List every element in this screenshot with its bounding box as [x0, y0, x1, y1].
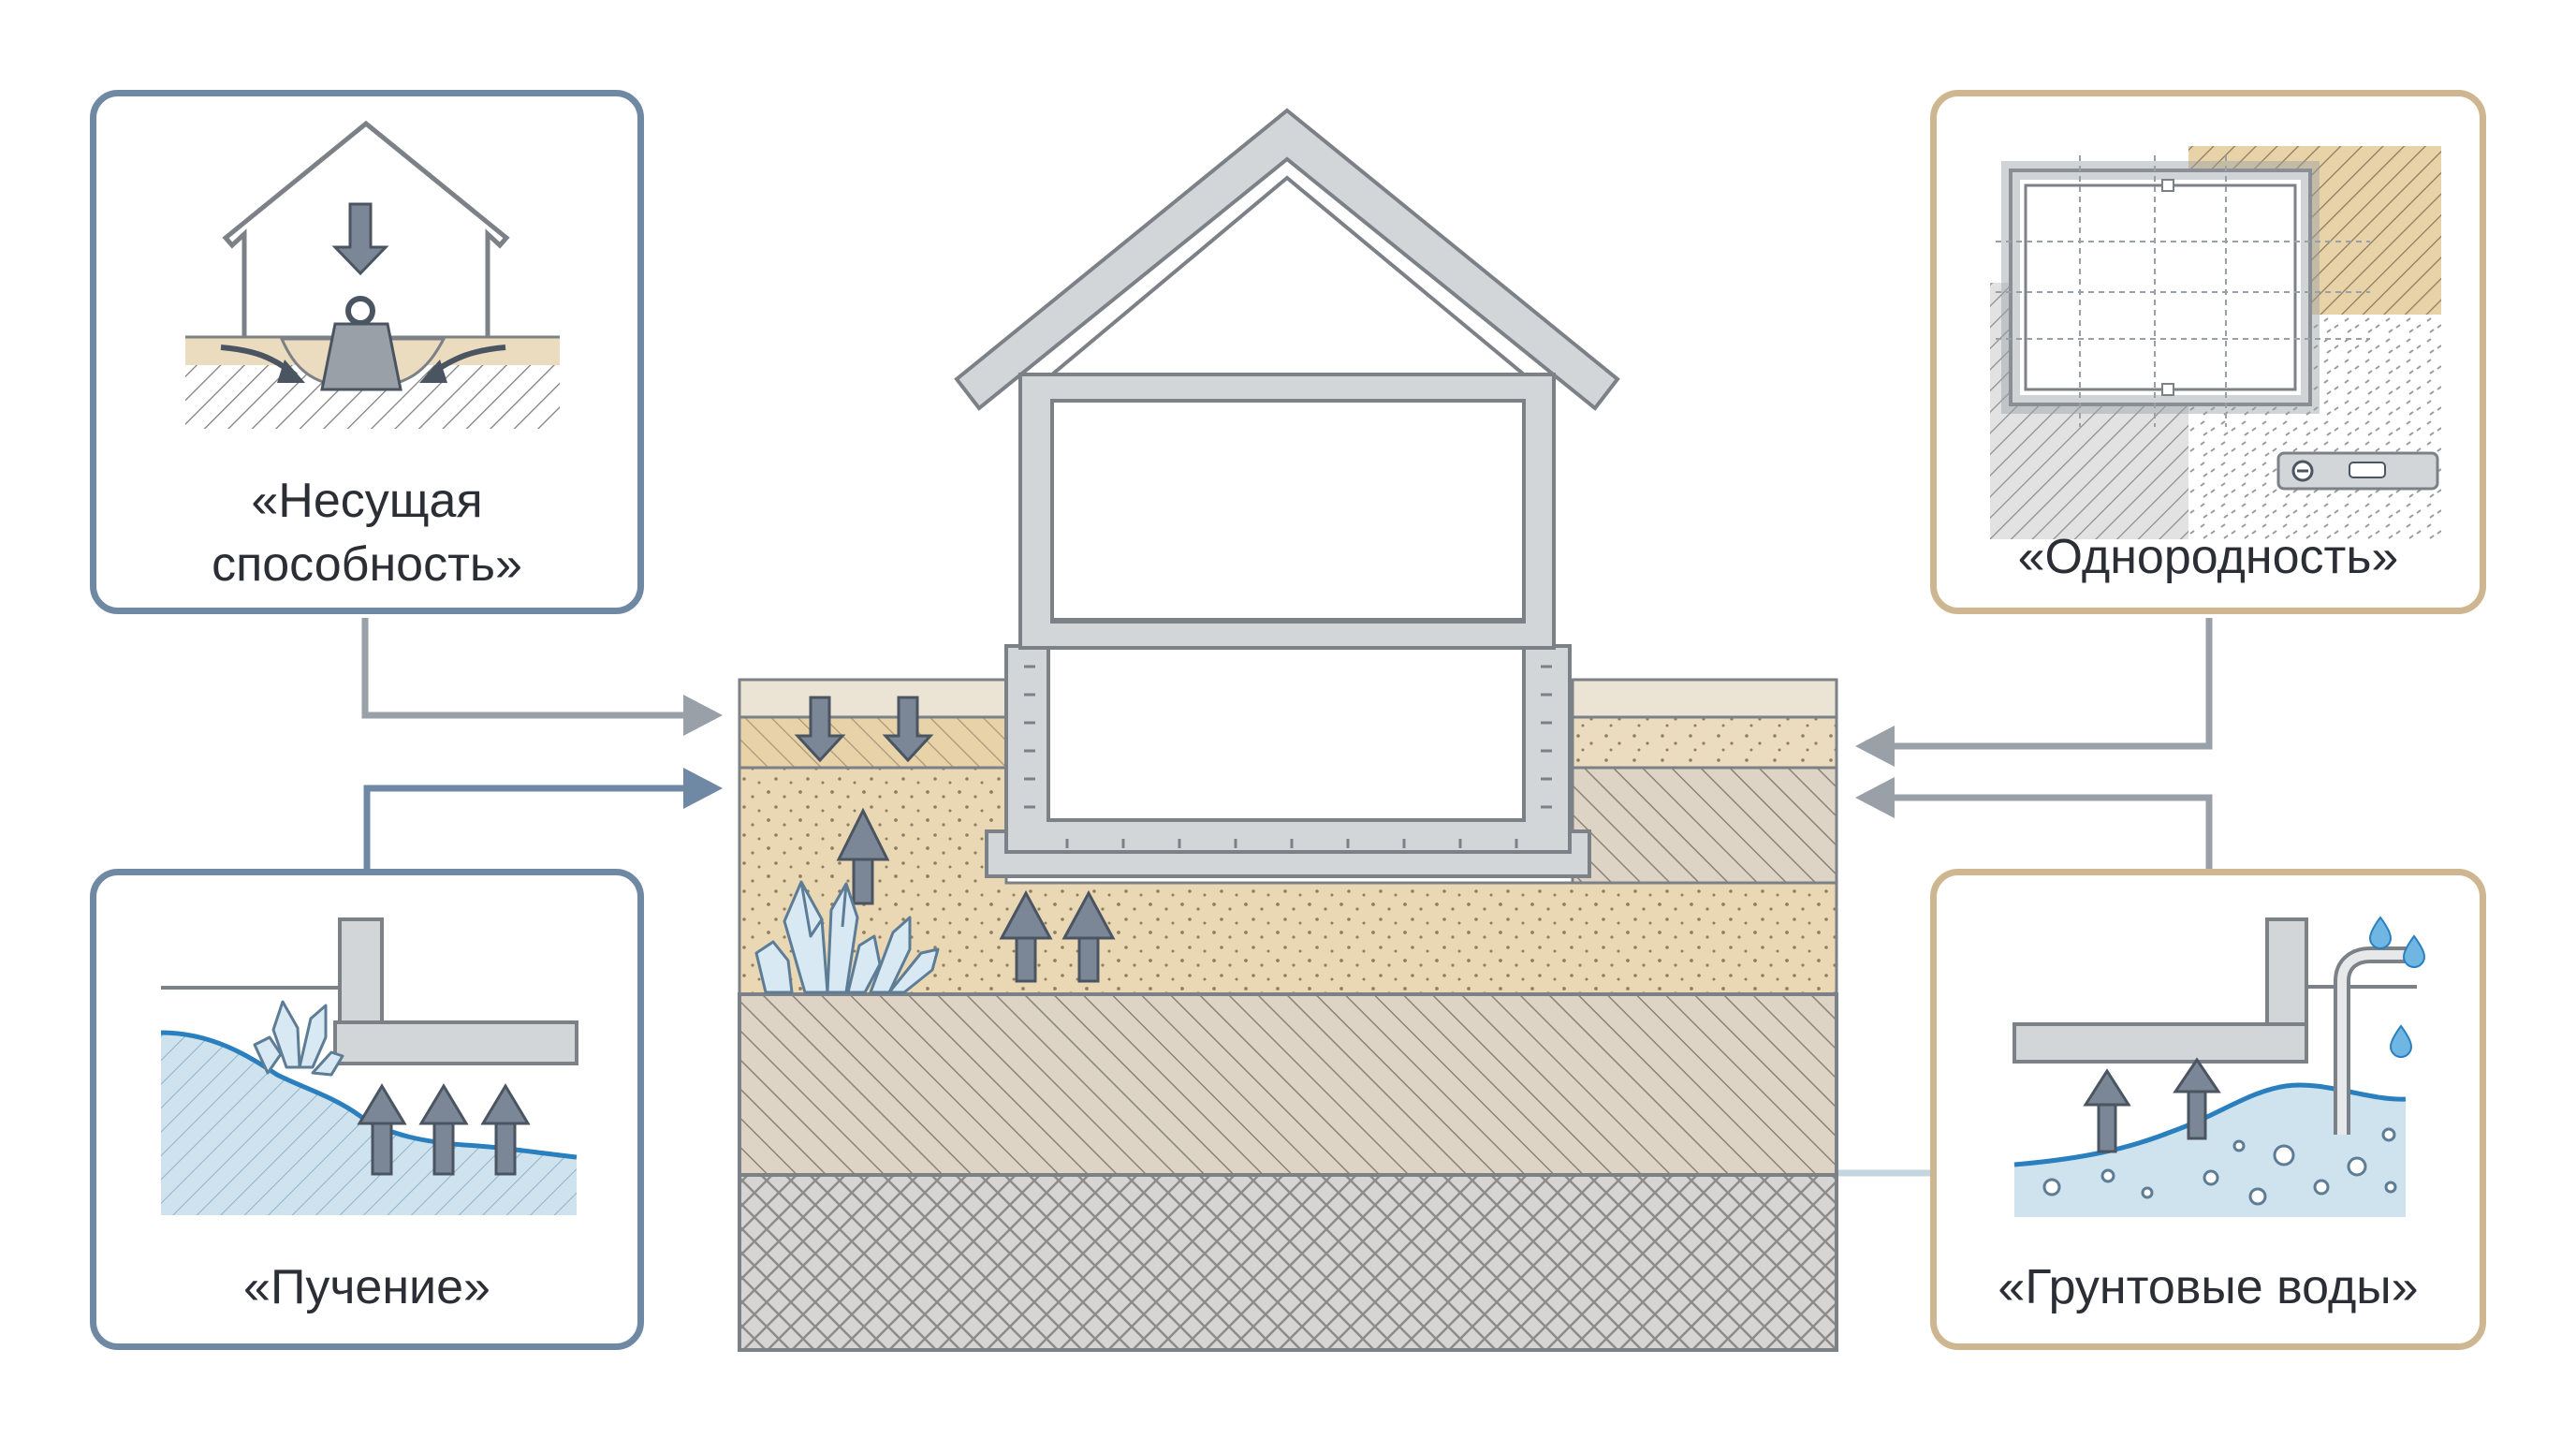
panel-heaving: «Пучение» [90, 869, 644, 1350]
connector-groundwater-arrow [1855, 777, 2213, 869]
panel-heaving-label: «Пучение» [96, 1255, 637, 1319]
uniformity-label-line1: «Однородность» [2017, 530, 2399, 584]
heaving-label-line1: «Пучение» [243, 1260, 490, 1314]
panel-groundwater-label: «Грунтовые воды» [1937, 1255, 2480, 1319]
panel-bearing-label: «Несущая способность» [96, 469, 637, 596]
connector-heaving-arrow [363, 768, 723, 869]
load-arrows [794, 696, 934, 763]
panel-uniformity-label: «Однородность» [1937, 525, 2480, 589]
connector-uniformity-arrow [1855, 618, 2213, 767]
connector-bearing-arrow [361, 618, 723, 736]
plan-mixed-soil-level-icon [1990, 146, 2441, 539]
house [954, 108, 1620, 650]
panel-uniformity: «Однородность» [1930, 90, 2486, 614]
frost-crystals-heave-icon [160, 917, 578, 1215]
foundation [985, 644, 1591, 878]
panel-groundwater: «Грунтовые воды» [1930, 869, 2486, 1350]
bearing-label-line2: способность» [212, 537, 522, 592]
ice-crystals [754, 880, 940, 994]
bearing-label-line1: «Несущая [251, 474, 483, 528]
panel-bearing-capacity: «Несущая способность» [90, 90, 644, 614]
house-weight-sinking-icon [185, 120, 560, 429]
groundwater-label-line1: «Грунтовые воды» [1998, 1260, 2419, 1314]
heave-arrows [836, 807, 1116, 983]
pipe-water-drops-icon [2012, 916, 2426, 1217]
